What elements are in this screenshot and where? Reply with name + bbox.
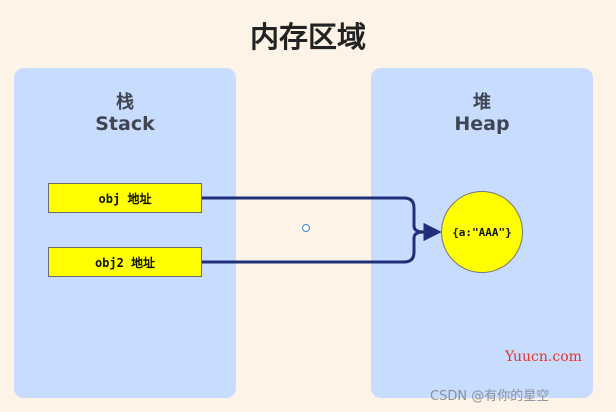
- stack-title-en: Stack: [95, 113, 155, 135]
- heap-title-cn: 堆: [473, 92, 491, 113]
- site-watermark: Yuucn.com: [505, 349, 582, 365]
- heap-title-en: Heap: [454, 113, 510, 135]
- obj-address-box: obj 地址: [48, 183, 202, 213]
- csdn-watermark: CSDN @有你的星空: [430, 389, 550, 404]
- heap-object: {a:"AAA"}: [441, 191, 523, 273]
- stack-title-cn: 栈: [116, 92, 134, 113]
- stack-panel: 栈 Stack: [14, 68, 236, 398]
- diagram-title: 内存区域: [249, 20, 366, 54]
- obj2-reference-arrow: [202, 223, 442, 264]
- center-handle-dot[interactable]: [302, 224, 310, 232]
- obj2-address-box: obj2 地址: [48, 247, 202, 277]
- obj-reference-arrow: [202, 196, 442, 241]
